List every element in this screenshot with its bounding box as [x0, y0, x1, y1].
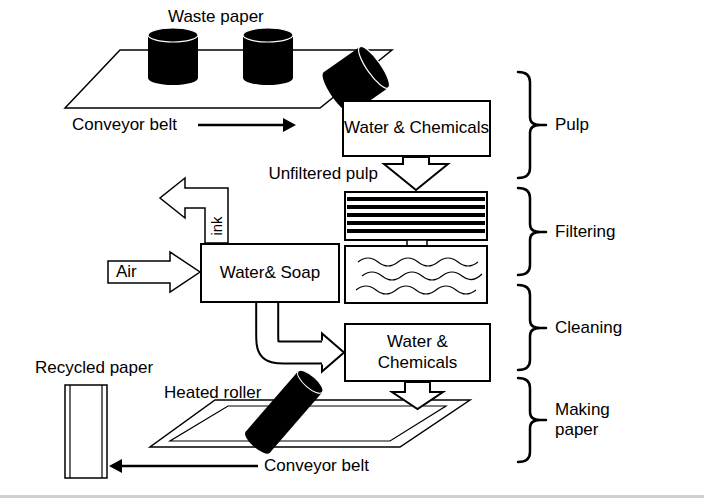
connector-outline	[267, 303, 323, 353]
arrow-head	[283, 118, 296, 132]
stage-label: Filtering	[555, 222, 615, 242]
belt-label: Conveyor belt	[264, 456, 369, 476]
bottom-rule	[0, 495, 704, 498]
item-label: Recycled paper	[35, 358, 153, 378]
box-text: Water & Chemicals	[346, 332, 489, 373]
fibre-tank	[345, 246, 487, 303]
air-arrow	[108, 252, 200, 292]
process-box: Water& Soap	[200, 243, 340, 303]
arrow-head	[322, 334, 344, 372]
stage-brackets	[518, 72, 546, 462]
filter-screen	[345, 192, 487, 246]
flow-label: Unfiltered pulp	[268, 164, 378, 184]
stage-label: Pulp	[555, 115, 589, 135]
item-label: Heated roller	[164, 383, 261, 403]
connector-fill	[267, 303, 323, 353]
flow-arrow	[392, 382, 443, 409]
flow-label: Air	[116, 262, 137, 282]
paper-sheet	[170, 406, 446, 441]
belt-label: Conveyor belt	[72, 115, 177, 135]
heated-roller	[242, 367, 327, 457]
process-box: Water & Chemicals	[342, 100, 491, 157]
stage-label: Cleaning	[555, 318, 622, 338]
flow-label: ink	[208, 216, 226, 235]
paper-roll	[243, 28, 293, 85]
box-text: Water & Chemicals	[344, 118, 489, 138]
direction-arrow	[198, 124, 285, 127]
paper-roll	[148, 28, 198, 85]
process-box: Water & Chemicals	[344, 323, 491, 382]
box-text: Water& Soap	[220, 263, 320, 283]
stage-label: Making paper	[555, 400, 633, 441]
flow-arrow	[384, 157, 448, 190]
flow-connector	[267, 303, 344, 372]
arrow-head	[109, 459, 122, 473]
recycled-paper-stack	[65, 385, 107, 478]
item-label: Waste paper	[168, 7, 264, 27]
direction-arrow	[120, 465, 258, 468]
ink-arrow	[160, 178, 228, 243]
